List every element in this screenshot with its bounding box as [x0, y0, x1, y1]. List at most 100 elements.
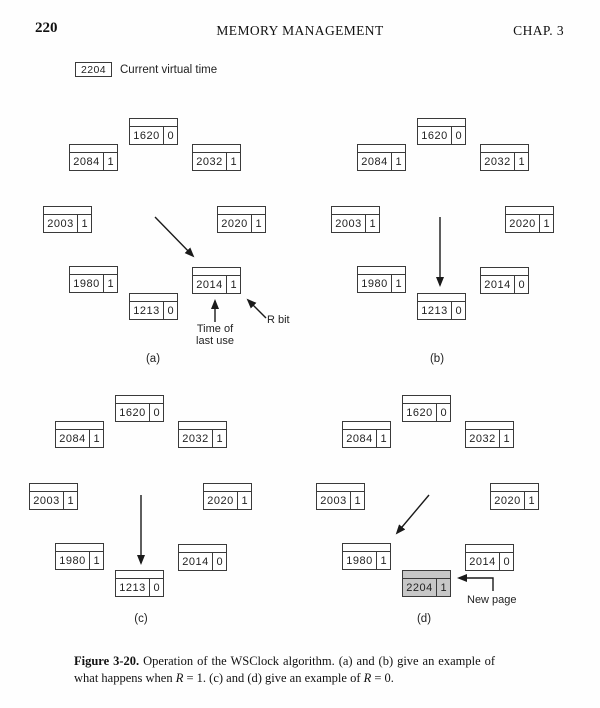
r-bit-value: 0	[455, 304, 462, 317]
time-of-last-use-value: 2003	[317, 492, 351, 509]
time-of-last-use-value: 1620	[418, 127, 452, 144]
page-entry-top-cell	[204, 484, 251, 492]
diagram-label-a: (a)	[145, 353, 161, 365]
page-number: 220	[35, 20, 58, 36]
page-entry-top-cell	[44, 207, 91, 215]
page-entry-top-cell	[56, 422, 103, 430]
time-of-last-use-value: 2032	[466, 430, 500, 447]
time-of-last-use-value: 2003	[44, 215, 78, 232]
page-entry-top-cell	[481, 145, 528, 153]
page-entry-top-cell	[179, 422, 226, 430]
time-of-last-use-value: 2204	[403, 579, 437, 596]
page-entry-top-cell	[56, 544, 103, 552]
time-of-last-use-value: 1980	[358, 275, 392, 292]
new-page-label: New page	[467, 594, 517, 606]
r-bit-value: 1	[503, 432, 510, 445]
current-virtual-time-box: 2204	[75, 62, 112, 77]
r-bit-arrow	[246, 298, 267, 319]
page-entry-top-cell	[70, 145, 117, 153]
time-of-last-use-value: 2084	[343, 430, 377, 447]
r-bit-value: 1	[395, 155, 402, 168]
time-of-last-use-label-line1: Time of	[196, 323, 234, 335]
time-of-last-use-value: 1980	[343, 552, 377, 569]
time-of-last-use-value: 2014	[466, 553, 500, 570]
page-entry-top-cell	[403, 396, 450, 404]
page-entry-top-cell	[317, 484, 364, 492]
page-entry-top-cell	[358, 145, 405, 153]
figure-caption: Figure 3-20. Operation of the WSClock al…	[74, 653, 495, 686]
caption-segment: = 1. (c) and (d) give an example of	[183, 670, 364, 685]
page-entry-top-cell	[418, 294, 465, 302]
time-of-last-use-value: 2003	[332, 215, 366, 232]
r-bit-value: 0	[153, 581, 160, 594]
chapter-label: CHAP. 3	[513, 23, 564, 38]
time-of-last-use-value: 2020	[204, 492, 238, 509]
diagram-label-c: (c)	[134, 613, 148, 625]
page-entry-top-cell	[193, 145, 240, 153]
diagram-label-d: (d)	[416, 613, 432, 625]
running-head-title: MEMORY MANAGEMENT	[216, 23, 384, 38]
diagram-label-b: (b)	[429, 353, 445, 365]
page-entry-top-cell	[491, 484, 538, 492]
page-entry-top-cell	[30, 484, 77, 492]
time-of-last-use-value: 2014	[193, 276, 227, 293]
time-of-last-use-value: 2084	[358, 153, 392, 170]
r-bit-value: 0	[518, 278, 525, 291]
r-bit-value: 0	[455, 129, 462, 142]
r-bit-value: 1	[354, 494, 361, 507]
clock-hand-arrow-a	[154, 216, 195, 258]
time-of-last-use-value: 1213	[130, 302, 164, 319]
r-bit-value: 0	[216, 555, 223, 568]
time-of-last-use-value: 2020	[491, 492, 525, 509]
page-entry-top-cell	[332, 207, 379, 215]
time-of-last-use-value: 2032	[481, 153, 515, 170]
page-entry-top-cell	[418, 119, 465, 127]
time-of-last-use-value: 2003	[30, 492, 64, 509]
r-bit-value: 1	[241, 494, 248, 507]
time-of-last-use-value: 1213	[116, 579, 150, 596]
page-entry-top-cell	[506, 207, 553, 215]
r-bit-value: 1	[67, 494, 74, 507]
r-bit-value: 0	[440, 406, 447, 419]
caption-segment: R	[363, 670, 372, 685]
r-bit-value: 1	[230, 155, 237, 168]
r-bit-value: 1	[107, 155, 114, 168]
r-bit-value: 1	[216, 432, 223, 445]
r-bit-value: 1	[230, 278, 237, 291]
time-of-last-use-value: 1620	[403, 404, 437, 421]
r-bit-value: 1	[255, 217, 262, 230]
r-bit-value: 1	[107, 277, 114, 290]
r-bit-value: 1	[93, 432, 100, 445]
page-entry-top-cell	[343, 544, 390, 552]
time-of-last-use-value: 2084	[70, 153, 104, 170]
time-of-last-use-value: 1980	[56, 552, 90, 569]
r-bit-value: 1	[380, 554, 387, 567]
time-of-last-use-value: 1980	[70, 275, 104, 292]
caption-segment: Operation of the WSClock algorithm. (a) …	[74, 654, 496, 685]
time-of-last-use-value: 2014	[481, 276, 515, 293]
